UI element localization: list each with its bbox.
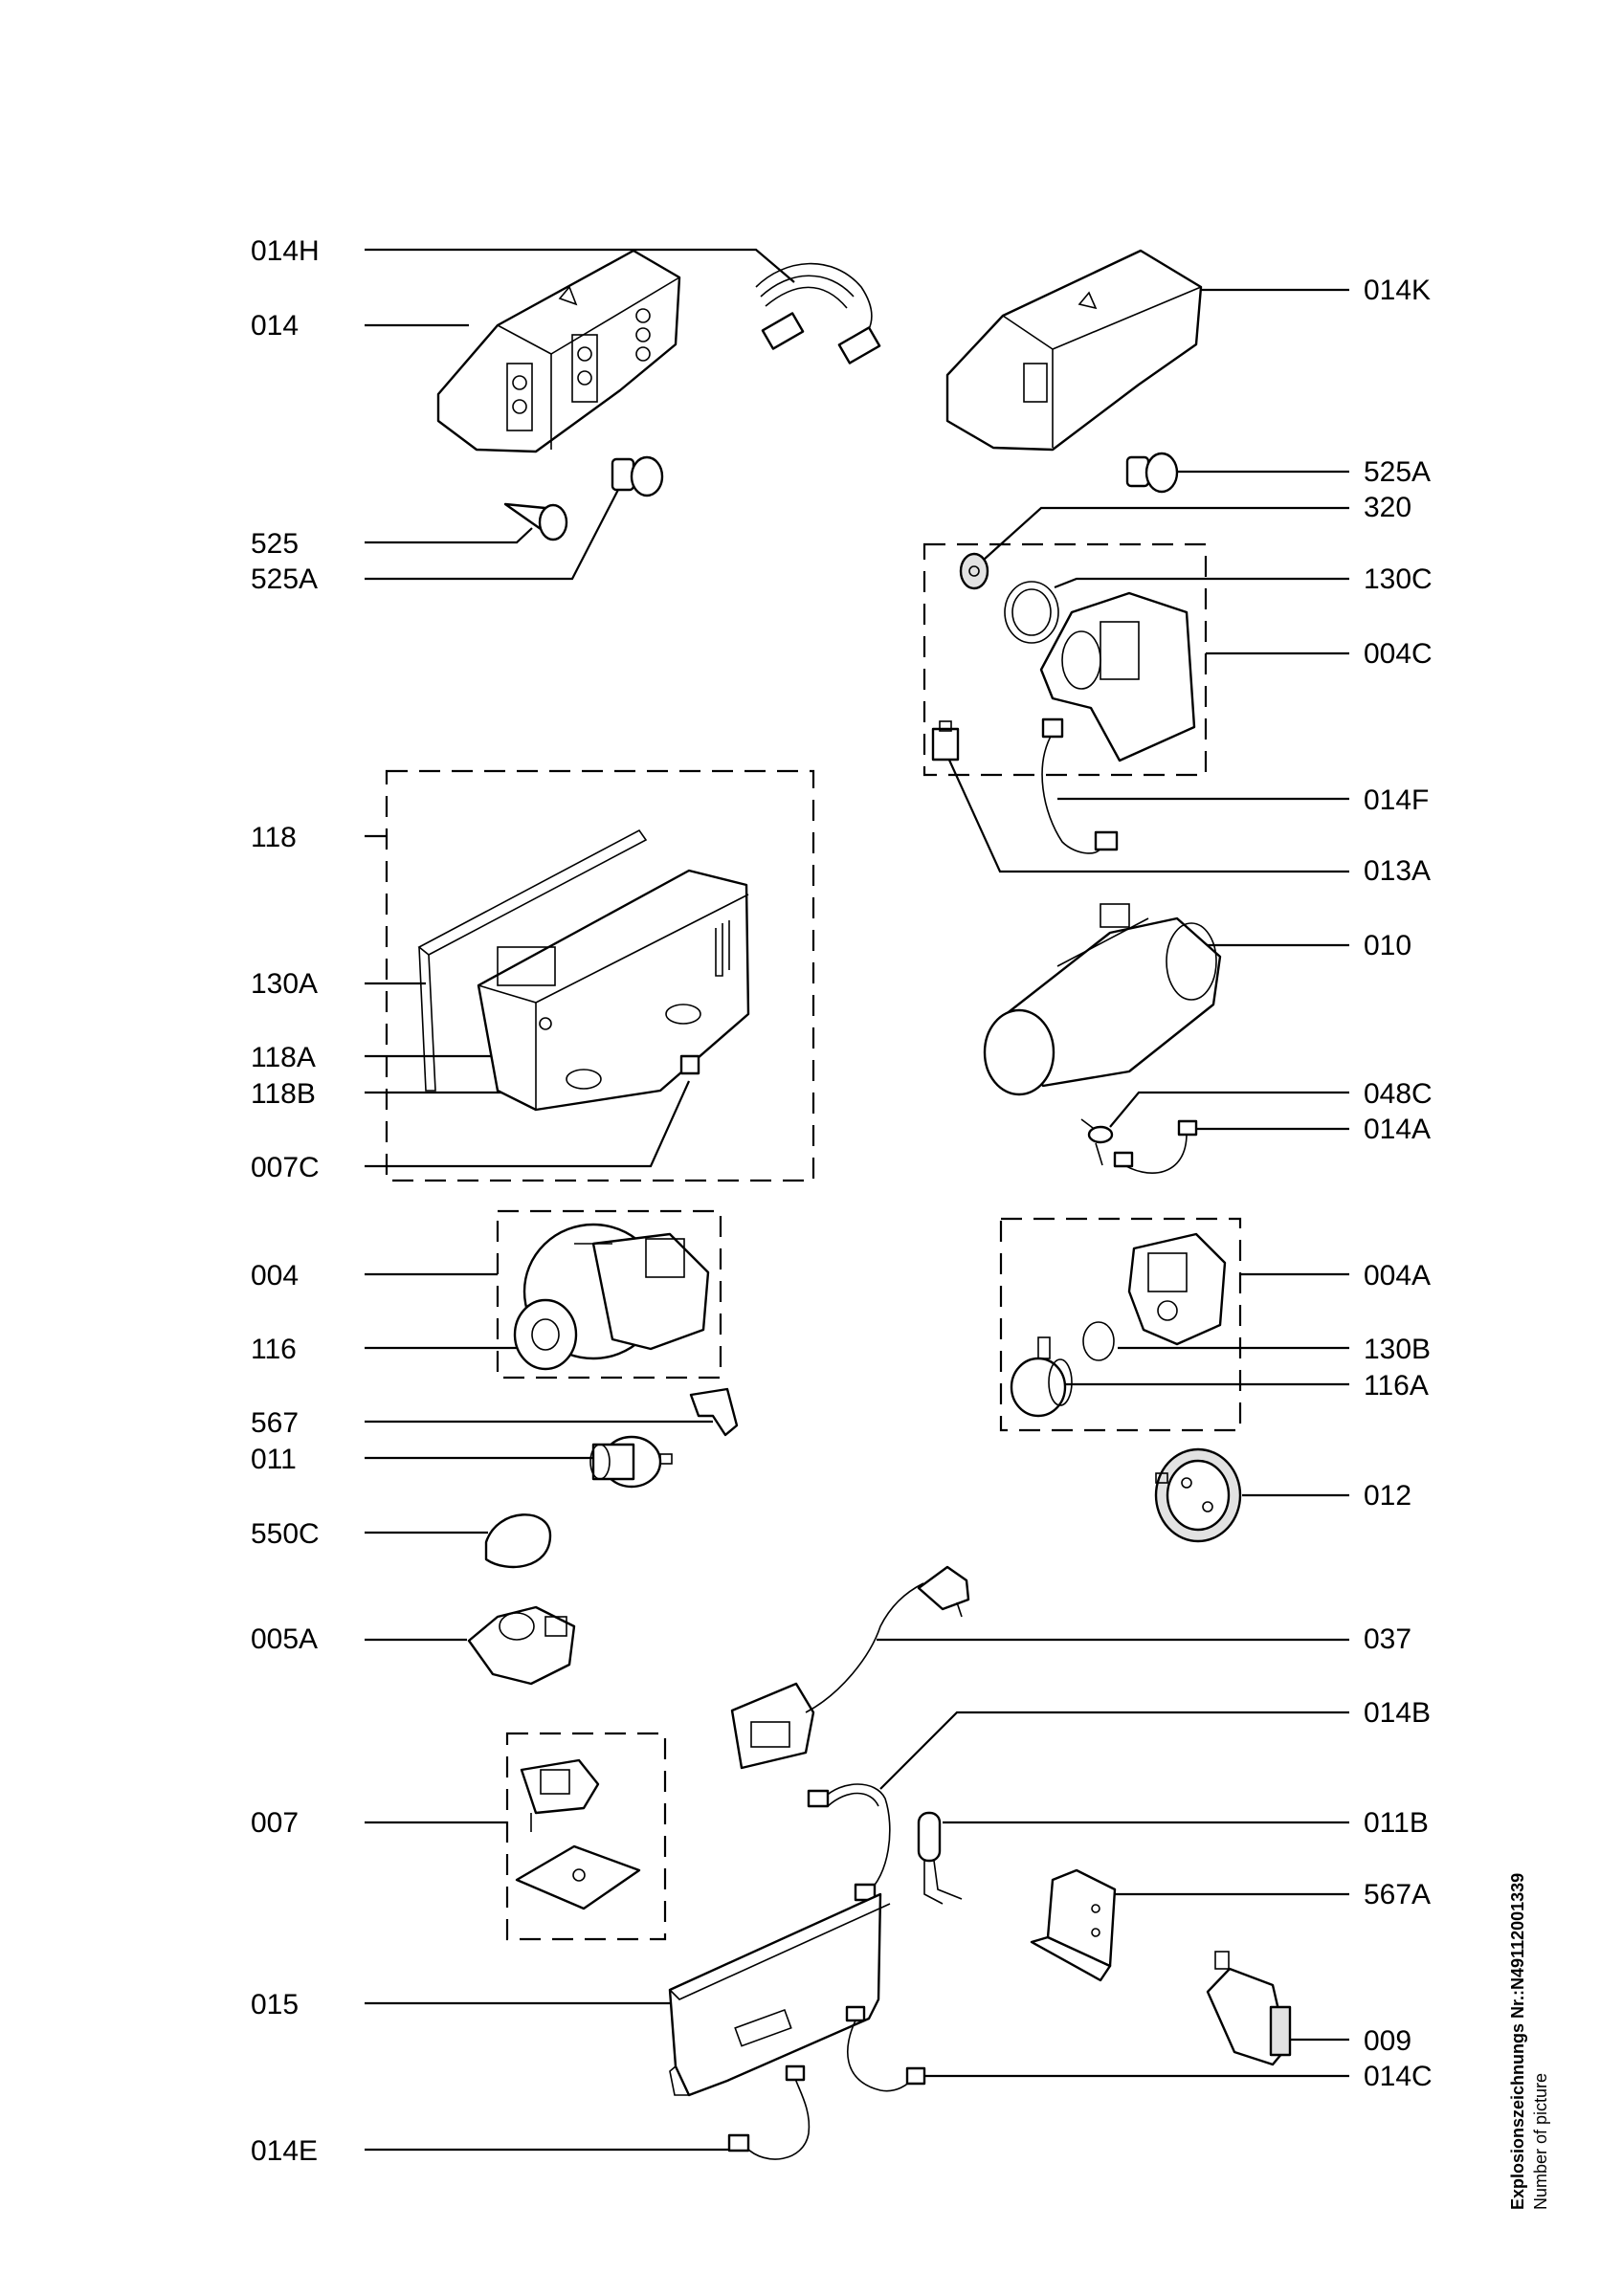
switch-116A [1010,1336,1073,1418]
seal-130B [1082,1321,1115,1361]
callout-130B: 130B [1364,1334,1431,1365]
callout-014C: 014C [1364,2061,1433,2092]
callout-525A-left: 525A [251,563,318,595]
callout-005A: 005A [251,1623,318,1655]
knob-525A-right [1125,452,1179,494]
gasket-130A [417,828,648,1092]
leader-320 [983,506,1349,561]
callout-550C: 550C [251,1518,320,1550]
leader-048C [1109,1091,1349,1128]
callout-007C: 007C [251,1152,320,1183]
callout-116: 116 [251,1334,297,1365]
callout-116A: 116A [1364,1370,1429,1402]
clip-567 [689,1387,739,1437]
callout-007: 007 [251,1807,299,1839]
bracket-567A [1030,1868,1117,1982]
group-box-007 [505,1732,667,1941]
group-box-004 [496,1209,722,1380]
electronic-module-014K [945,249,1203,452]
callout-004C: 004C [1364,638,1433,670]
drawing-number-caption: Explosionszeichnungs Nr.:N49112001339 Nu… [1508,1873,1550,2210]
dispenser-118 [477,869,750,1112]
cap-116 [513,1298,578,1371]
knob-525A-left [611,455,664,497]
callout-015: 015 [251,1989,299,2020]
right-callouts: 014K 525A 320 130C 004C 014F 013A 010 04… [1364,275,1433,2092]
callout-130C: 130C [1364,563,1433,595]
o-ring-130C [1004,581,1059,644]
callout-011B: 011B [1364,1807,1429,1839]
callout-004A: 004A [1364,1260,1431,1292]
assembly-group-boxes [385,542,1242,1941]
callout-012: 012 [1364,1480,1411,1512]
leader-lines [365,248,1349,2152]
wire-014F [1041,718,1119,854]
callout-567: 567 [251,1407,299,1439]
knob-525 [503,502,568,541]
callout-118B: 118B [251,1078,316,1110]
callout-014A: 014A [1364,1114,1431,1145]
callout-118A: 118A [251,1042,316,1073]
callout-004: 004 [251,1260,299,1292]
wire-014B [807,1783,891,1902]
cap-550C [484,1513,552,1569]
leader-014B [879,1711,1349,1790]
group-box-004C [922,542,1208,777]
callout-014: 014 [251,310,299,342]
group-box-118 [385,769,815,1182]
cover-015 [668,1892,891,2097]
callout-048C: 048C [1364,1078,1433,1110]
leader-014H [365,248,795,283]
part-sketches [417,249,1292,2160]
relay-009 [1206,1951,1292,2066]
callout-014B: 014B [1364,1697,1431,1729]
group-box-004A [999,1217,1242,1432]
valve-005A [467,1605,576,1686]
sensor-048C [1080,1118,1114,1166]
callout-009: 009 [1364,2025,1411,2057]
callout-014H: 014H [251,235,320,267]
motor-011 [589,1435,673,1489]
heater-010 [983,903,1222,1096]
wire-014C [845,2005,926,2092]
wire-014E [727,2064,811,2160]
leader-525 [365,527,533,544]
picture-caption: Number of picture [1531,2073,1550,2210]
callout-320: 320 [1364,492,1411,523]
callout-010: 010 [1364,930,1411,961]
electronic-module-014 [436,249,681,453]
leader-007C [365,1080,691,1168]
pressure-switch-012 [1154,1447,1242,1543]
callout-014E: 014E [251,2135,318,2167]
sensor-013A [931,720,960,762]
callout-525: 525 [251,528,299,560]
callout-013A: 013A [1364,855,1431,887]
control-group-007 [515,1758,641,1910]
callout-525A-right: 525A [1364,456,1431,488]
callout-014K: 014K [1364,275,1431,306]
housing-004C [1039,591,1196,762]
seal-320 [959,552,989,590]
callout-011: 011 [251,1444,297,1475]
wire-harness-014H [755,262,881,364]
callout-014F: 014F [1364,784,1429,816]
leader-525A-left [365,485,621,581]
left-callouts: 014H 014 525 525A 118 130A 118A 118B 007… [251,235,320,2167]
drawing-number: Explosionszeichnungs Nr.:N49112001339 [1508,1873,1527,2210]
mains-cable-037 [730,1565,970,1770]
wire-014A [1113,1119,1198,1174]
capacitor-011B [917,1811,963,1905]
callout-567A: 567A [1364,1879,1431,1910]
leader-130C [1054,577,1349,589]
callout-118: 118 [251,822,297,853]
leader-013A [945,755,1349,873]
pump-004A [1127,1232,1227,1346]
callout-037: 037 [1364,1623,1411,1655]
callout-130A: 130A [251,968,318,1000]
clip-007C [679,1054,700,1075]
